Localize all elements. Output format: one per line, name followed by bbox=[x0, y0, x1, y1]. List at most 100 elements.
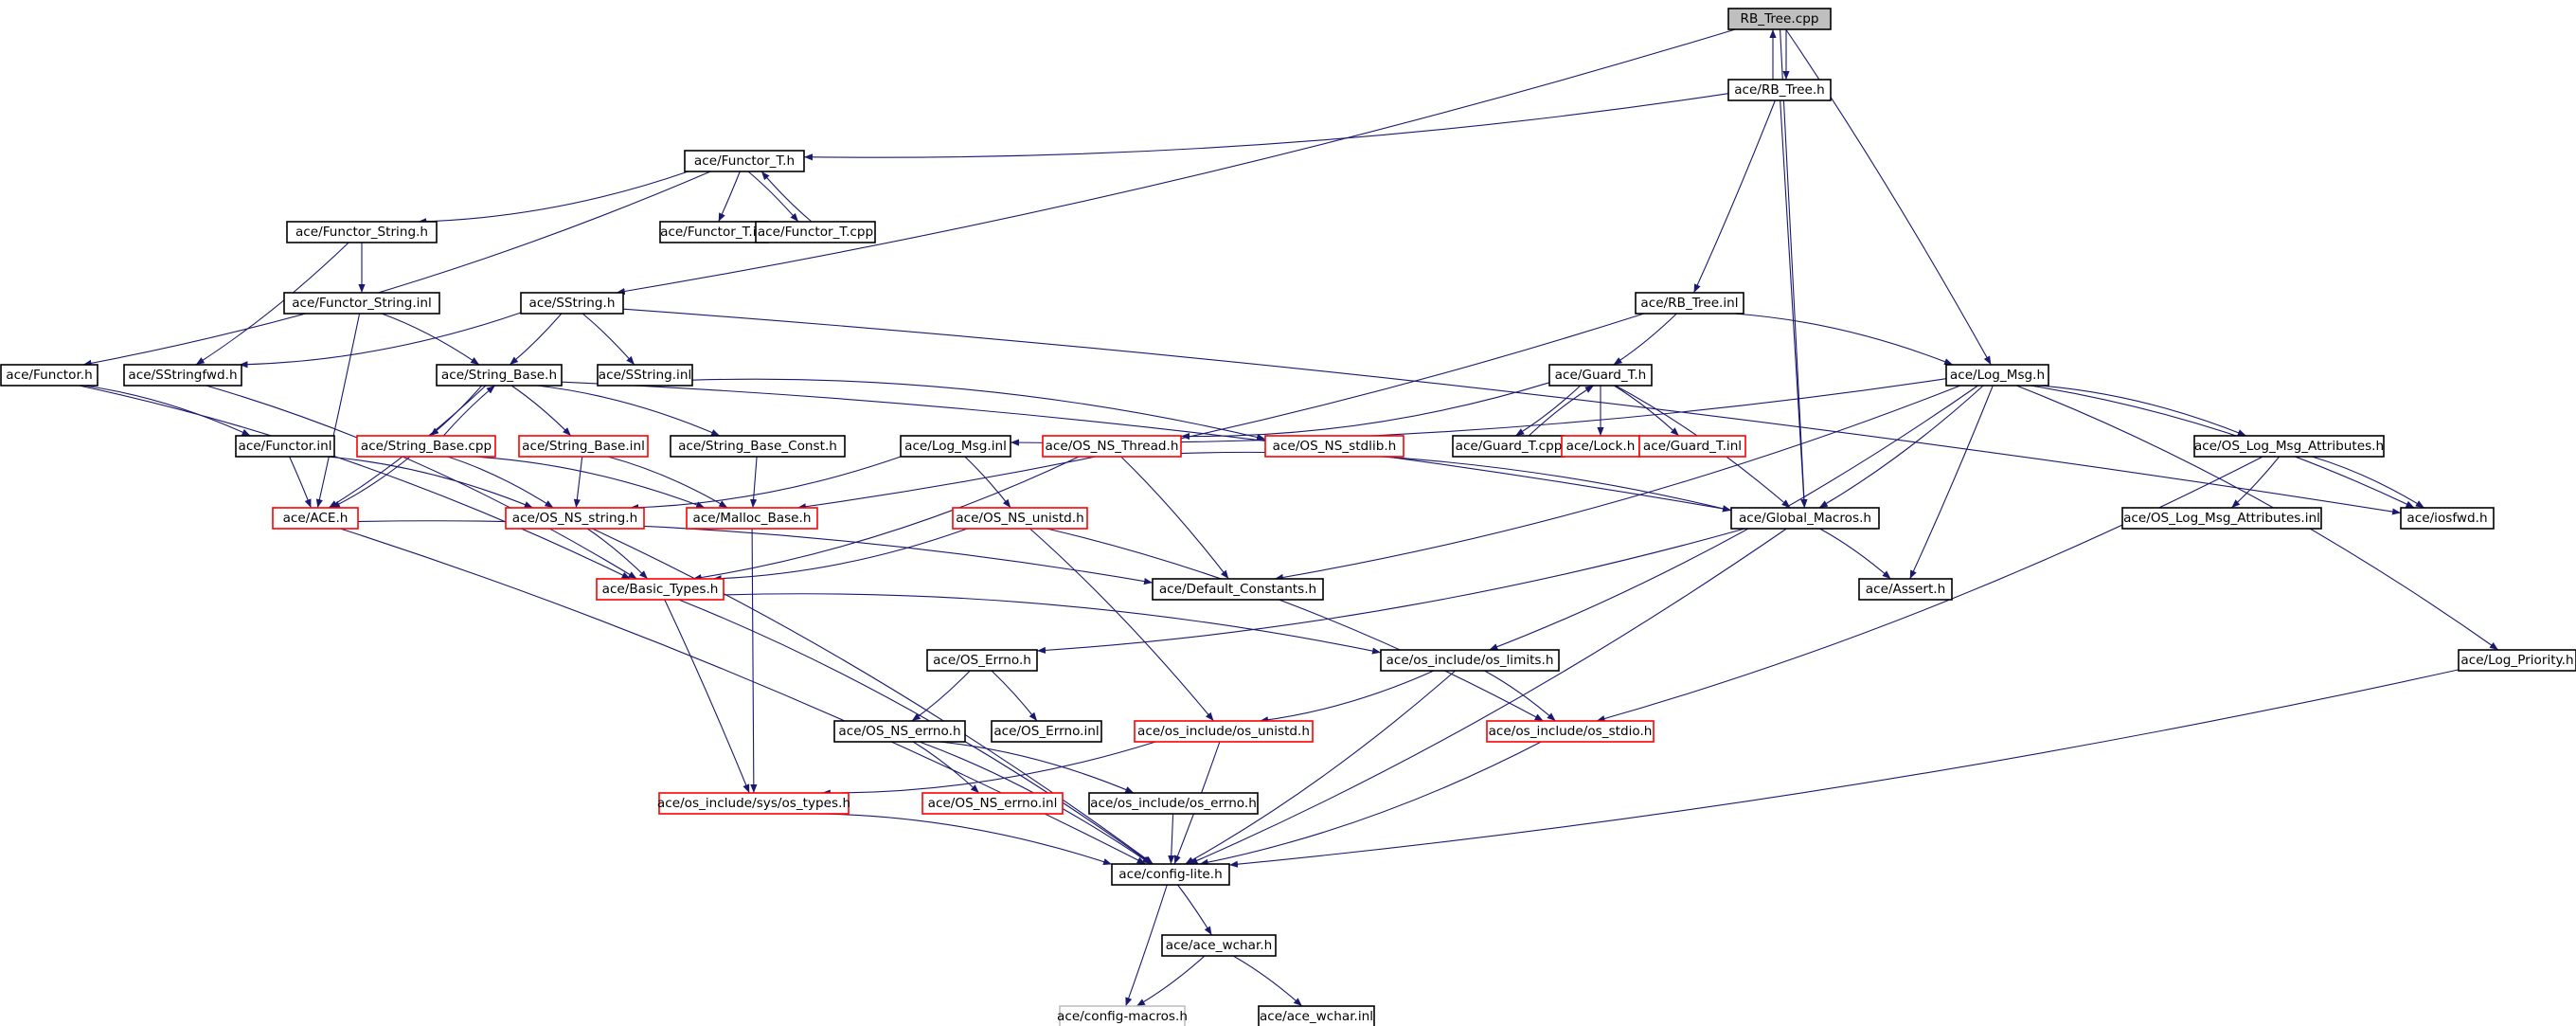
edge-string-base-cpp-to-malloc-base-h bbox=[473, 456, 706, 509]
node-lock-h[interactable]: ace/Lock.h bbox=[1561, 435, 1640, 458]
node-malloc-base-h[interactable]: ace/Malloc_Base.h bbox=[686, 507, 818, 530]
node-os-include-errno-h[interactable]: ace/os_include/os_errno.h bbox=[1088, 792, 1259, 815]
edge-os-limits-h-to-config-lite-h bbox=[1185, 670, 1456, 865]
node-label: ace/Global_Macros.h bbox=[1739, 511, 1871, 526]
node-os-unistd-h[interactable]: ace/os_include/os_unistd.h bbox=[1134, 720, 1314, 743]
edge-guard-t-cpp-to-guard-t-h bbox=[1528, 385, 1595, 437]
edge-basic-types-h-to-sys-os-types-h bbox=[664, 599, 750, 794]
node-label: ace/RB_Tree.h bbox=[1734, 82, 1825, 98]
edge-malloc-base-h-to-sys-os-types-h bbox=[750, 528, 758, 794]
edge-guard-t-h-to-os-ns-thread-h bbox=[1180, 382, 1550, 441]
node-label: ace/ace_wchar.h bbox=[1166, 938, 1273, 953]
node-basic-types-h[interactable]: ace/Basic_Types.h bbox=[596, 578, 724, 601]
node-rb-tree-h[interactable]: ace/RB_Tree.h bbox=[1727, 79, 1832, 101]
node-label: ace/os_include/sys/os_types.h bbox=[657, 796, 850, 811]
node-functor-t-inl[interactable]: ace/Functor_T.inl bbox=[659, 221, 769, 243]
edge-functor-t-h-to-functor-t-inl bbox=[718, 171, 741, 223]
node-os-ns-stdlib-h[interactable]: ace/OS_NS_stdlib.h bbox=[1264, 435, 1404, 458]
node-iosfwd-h[interactable]: ace/iosfwd.h bbox=[2400, 507, 2495, 530]
node-guard-t-inl[interactable]: ace/Guard_T.inl bbox=[1638, 435, 1746, 458]
node-os-stdio-h[interactable]: ace/os_include/os_stdio.h bbox=[1486, 720, 1655, 743]
node-box bbox=[1152, 578, 1324, 601]
node-config-lite-h[interactable]: ace/config-lite.h bbox=[1111, 863, 1230, 886]
node-log-priority-h[interactable]: ace/Log_Priority.h bbox=[2458, 649, 2576, 672]
node-sstring-inl[interactable]: ace/SString.inl bbox=[597, 364, 693, 387]
node-default-constants-h[interactable]: ace/Default_Constants.h bbox=[1152, 578, 1324, 601]
node-sstringfwd-h[interactable]: ace/SStringfwd.h bbox=[123, 364, 242, 387]
edge-global-macros-h-to-os-errno-h bbox=[1036, 528, 1745, 655]
node-functor-string-h[interactable]: ace/Functor_String.h bbox=[286, 221, 438, 243]
node-label: ace/os_include/os_stdio.h bbox=[1489, 724, 1653, 739]
edge-functor-string-inl-to-ace-h bbox=[315, 313, 361, 509]
edge-os-log-msg-attributes-h-to-os-log-msg-attributes-inl bbox=[2230, 456, 2281, 509]
node-label: ace/ACE.h bbox=[283, 511, 349, 526]
node-label: ace/OS_Errno.h bbox=[933, 653, 1031, 668]
node-ace-wchar-h[interactable]: ace/ace_wchar.h bbox=[1161, 934, 1277, 957]
edge-string-base-cpp-to-string-base-h bbox=[442, 385, 496, 437]
node-log-msg-h[interactable]: ace/Log_Msg.h bbox=[1945, 364, 2049, 387]
edge-sstring-h-to-iosfwd-h bbox=[622, 308, 2402, 515]
node-functor-t-h[interactable]: ace/Functor_T.h bbox=[684, 150, 805, 172]
node-ace-h[interactable]: ace/ACE.h bbox=[272, 507, 359, 530]
node-os-log-msg-attributes-h[interactable]: ace/OS_Log_Msg_Attributes.h bbox=[2193, 435, 2385, 458]
node-label: ace/Assert.h bbox=[1866, 582, 1945, 597]
node-string-base-h[interactable]: ace/String_Base.h bbox=[436, 364, 563, 387]
node-rb-tree-cpp[interactable]: RB_Tree.cpp bbox=[1727, 8, 1832, 30]
node-label: ace/OS_Errno.inl bbox=[993, 724, 1099, 739]
node-box bbox=[505, 507, 645, 530]
node-label: ace/RB_Tree.inl bbox=[1640, 296, 1738, 311]
edge-os-log-msg-attributes-h-to-os-stdio-h bbox=[1596, 456, 2263, 723]
node-functor-t-cpp[interactable]: ace/Functor_T.cpp bbox=[755, 221, 876, 243]
node-box bbox=[123, 364, 242, 387]
node-config-macros-h[interactable]: ace/config-macros.h bbox=[1057, 1005, 1188, 1026]
node-label: ace/iosfwd.h bbox=[2406, 511, 2487, 526]
node-os-errno-h[interactable]: ace/OS_Errno.h bbox=[926, 649, 1038, 672]
node-os-limits-h[interactable]: ace/os_include/os_limits.h bbox=[1380, 649, 1560, 672]
edge-string-base-cpp-to-os-ns-string-h bbox=[447, 456, 554, 509]
node-label: ace/Default_Constants.h bbox=[1159, 582, 1316, 597]
node-log-msg-inl[interactable]: ace/Log_Msg.inl bbox=[900, 435, 1011, 458]
node-box bbox=[1088, 792, 1259, 815]
node-functor-inl[interactable]: ace/Functor.inl bbox=[235, 435, 335, 458]
edge-string-base-cpp-to-ace-h bbox=[331, 456, 411, 509]
node-label: ace/Functor_T.inl bbox=[660, 225, 768, 240]
node-global-macros-h[interactable]: ace/Global_Macros.h bbox=[1730, 507, 1880, 530]
node-string-base-const-h[interactable]: ace/String_Base_Const.h bbox=[670, 435, 846, 458]
node-rb-tree-inl[interactable]: ace/RB_Tree.inl bbox=[1635, 292, 1744, 315]
node-os-ns-thread-h[interactable]: ace/OS_NS_Thread.h bbox=[1042, 435, 1182, 458]
edge-os-ns-errno-h-to-os-ns-errno-inl bbox=[912, 741, 980, 794]
node-os-log-msg-attributes-inl[interactable]: ace/OS_Log_Msg_Attributes.inl bbox=[2121, 507, 2322, 530]
node-box bbox=[1548, 364, 1653, 387]
edge-log-msg-h-to-log-priority-h bbox=[2015, 385, 2499, 651]
node-box bbox=[1730, 507, 1880, 530]
node-label: ace/Basic_Types.h bbox=[602, 582, 719, 597]
node-label: ace/Guard_T.inl bbox=[1643, 439, 1742, 454]
node-box bbox=[1727, 79, 1832, 101]
node-functor-string-inl[interactable]: ace/Functor_String.inl bbox=[283, 292, 440, 315]
node-assert-h[interactable]: ace/Assert.h bbox=[1858, 578, 1953, 601]
node-guard-t-h[interactable]: ace/Guard_T.h bbox=[1548, 364, 1653, 387]
node-sstring-h[interactable]: ace/SString.h bbox=[520, 292, 624, 315]
node-os-errno-inl[interactable]: ace/OS_Errno.inl bbox=[991, 720, 1102, 743]
node-box bbox=[436, 364, 563, 387]
node-string-base-cpp[interactable]: ace/String_Base.cpp bbox=[356, 435, 496, 458]
edge-log-msg-inl-to-os-ns-string-h bbox=[630, 456, 902, 512]
node-os-ns-errno-h[interactable]: ace/OS_NS_errno.h bbox=[833, 720, 966, 743]
node-guard-t-cpp[interactable]: ace/Guard_T.cpp bbox=[1452, 435, 1565, 458]
node-functor-h[interactable]: ace/Functor.h bbox=[0, 364, 98, 387]
edge-string-base-inl-to-malloc-base-h bbox=[607, 456, 728, 509]
node-string-base-inl[interactable]: ace/String_Base.inl bbox=[518, 435, 649, 458]
node-os-ns-unistd-h[interactable]: ace/OS_NS_unistd.h bbox=[952, 507, 1088, 530]
node-os-ns-errno-inl[interactable]: ace/OS_NS_errno.inl bbox=[921, 792, 1064, 815]
node-label: ace/Log_Priority.h bbox=[2460, 653, 2573, 668]
node-box bbox=[2458, 649, 2576, 672]
node-box bbox=[597, 364, 693, 387]
node-sys-os-types-h[interactable]: ace/os_include/sys/os_types.h bbox=[657, 792, 850, 815]
node-os-ns-string-h[interactable]: ace/OS_NS_string.h bbox=[505, 507, 645, 530]
node-label: ace/OS_NS_string.h bbox=[512, 511, 637, 526]
edge-ace-h-to-default-constants-h bbox=[357, 520, 1154, 585]
edge-log-msg-h-to-os-log-msg-attributes-h bbox=[2040, 385, 2247, 437]
node-ace-wchar-inl[interactable]: ace/ace_wchar.inl bbox=[1258, 1005, 1375, 1026]
node-label: ace/Guard_T.cpp bbox=[1456, 439, 1563, 454]
